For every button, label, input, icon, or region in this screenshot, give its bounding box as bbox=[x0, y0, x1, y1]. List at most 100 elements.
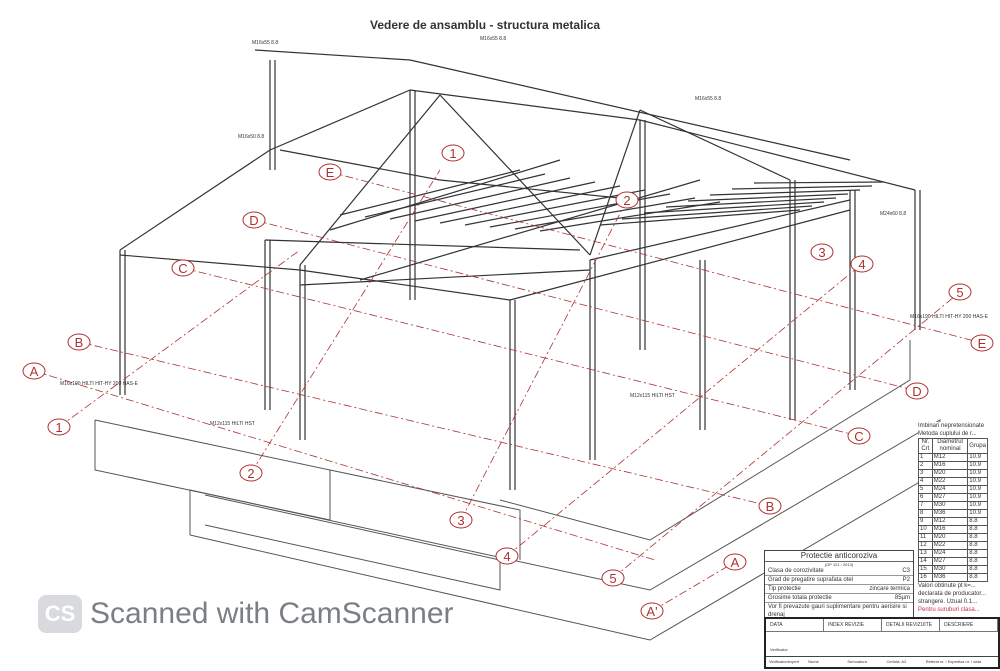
protection-label: Tip protectie bbox=[768, 586, 801, 592]
purlin bbox=[339, 169, 521, 216]
grid-axis-label: 4 bbox=[503, 549, 510, 564]
grid-axis-label: E bbox=[326, 165, 335, 180]
bolts-cell: 1 bbox=[918, 453, 933, 462]
rev-header: DETALII REVIZUITE bbox=[882, 619, 940, 631]
bolts-cell: M36 bbox=[931, 573, 969, 582]
grid-axis-bubble: A bbox=[723, 553, 747, 571]
steel-beam bbox=[589, 199, 851, 261]
steel-beam bbox=[299, 269, 591, 286]
foundation-wall bbox=[204, 494, 501, 591]
grid-axis-bubble: C bbox=[171, 259, 195, 277]
steel-beam bbox=[264, 239, 581, 251]
protection-value: P2 bbox=[902, 577, 910, 583]
grid-axis-bubble: 4 bbox=[850, 255, 874, 273]
grid-axis-line bbox=[78, 341, 771, 507]
protection-value: 85µm bbox=[894, 595, 910, 601]
rev-header: INDEX REVIZIE bbox=[824, 619, 882, 631]
bolt-annotation: M24x60 8.8 bbox=[880, 211, 906, 217]
grid-axis-line bbox=[33, 370, 656, 561]
grid-axis-label: B bbox=[766, 499, 775, 514]
grid-axis-line bbox=[182, 267, 860, 437]
bolts-cell: 8 bbox=[918, 509, 933, 518]
purlin bbox=[599, 209, 801, 226]
protection-row: Tip protectie zincare termica bbox=[765, 585, 913, 594]
protection-table: Protectie anticoroziva (GP 121 / 2013) C… bbox=[764, 550, 914, 621]
grid-axis-label: 1 bbox=[449, 146, 456, 161]
purlin bbox=[539, 201, 721, 232]
bolt-annotation: M16x190 HILTI HIT-HY 200 HAS-E bbox=[60, 381, 139, 387]
bolts-cell: 11 bbox=[918, 533, 933, 542]
grid-axis-bubble: E bbox=[970, 334, 994, 352]
purlin bbox=[753, 181, 885, 184]
bolts-note: Valori obtinute pt k=... bbox=[918, 583, 976, 589]
bolts-cell: 13 bbox=[918, 549, 933, 558]
grid-axis-bubble: E bbox=[318, 163, 342, 181]
camscanner-logo: CS bbox=[38, 595, 82, 633]
purlin bbox=[687, 193, 849, 202]
steel-beam bbox=[299, 94, 441, 266]
grid-axis-bubble: A bbox=[22, 362, 46, 380]
protection-value: zincare termica bbox=[869, 586, 910, 592]
bolt-annotation: M16x55 8.8 bbox=[695, 96, 721, 102]
steel-beam bbox=[254, 49, 411, 61]
grid-axis-bubble: 5 bbox=[601, 569, 625, 587]
rev-footer: Referat nr. / Expertiza nr. / data bbox=[925, 659, 982, 664]
grid-axis-bubble: A' bbox=[640, 602, 664, 620]
grid-axis-label: B bbox=[75, 335, 84, 350]
grid-axis-bubble: 3 bbox=[810, 243, 834, 261]
grid-axis-line bbox=[329, 171, 983, 344]
grid-axis-bubble: 2 bbox=[615, 191, 639, 209]
protection-title: Protectie anticoroziva bbox=[765, 551, 913, 562]
steel-beam bbox=[279, 149, 441, 181]
grid-axis-bubble: 4 bbox=[495, 547, 519, 565]
grid-axis-bubble: 5 bbox=[948, 283, 972, 301]
purlin bbox=[621, 205, 813, 220]
bolts-cell: 8.8 bbox=[967, 549, 988, 558]
purlin bbox=[709, 189, 861, 196]
grid-axis-label: 1 bbox=[55, 420, 62, 435]
steel-beam bbox=[509, 209, 851, 301]
bolt-annotation: M16x190 HILTI HIT-HY 200 HAS-E bbox=[910, 314, 989, 320]
purlin bbox=[514, 197, 696, 230]
steel-beam bbox=[589, 109, 641, 256]
bolts-cell: 2 bbox=[918, 461, 933, 470]
steel-beam bbox=[409, 59, 851, 161]
bolts-cell: 10.9 bbox=[967, 501, 988, 510]
grid-axis-label: A' bbox=[646, 604, 657, 619]
bolts-cell: 5 bbox=[918, 485, 933, 494]
grid-axis-line bbox=[460, 199, 628, 521]
grid-axis-label: A bbox=[30, 364, 39, 379]
purlin bbox=[439, 185, 621, 224]
bolts-cell: 8.8 bbox=[967, 565, 988, 574]
rev-header: DATA bbox=[766, 619, 824, 631]
bolts-cell: 10.9 bbox=[967, 453, 988, 462]
foundation-wall bbox=[94, 419, 331, 521]
steel-beam bbox=[329, 159, 561, 231]
bolts-cell: 10.9 bbox=[967, 493, 988, 502]
camscanner-watermark: CS Scanned with CamScanner bbox=[38, 595, 454, 633]
purlin bbox=[414, 181, 596, 222]
grid-axis-bubble: B bbox=[67, 333, 91, 351]
bolts-cell: 8.8 bbox=[967, 533, 988, 542]
grid-axis-bubble: 2 bbox=[239, 464, 263, 482]
steel-beam bbox=[439, 179, 641, 201]
bolts-cell: 4 bbox=[918, 477, 933, 486]
grid-axis-label: C bbox=[854, 429, 863, 444]
bolts-cell: M30 bbox=[931, 565, 969, 574]
grid-axis-label: C bbox=[178, 261, 187, 276]
bolts-table-title: Imbinari nepretensionate bbox=[918, 423, 985, 429]
purlin bbox=[731, 185, 873, 190]
grid-axis-label: D bbox=[912, 384, 921, 399]
bolts-cell: 8.8 bbox=[967, 517, 988, 526]
